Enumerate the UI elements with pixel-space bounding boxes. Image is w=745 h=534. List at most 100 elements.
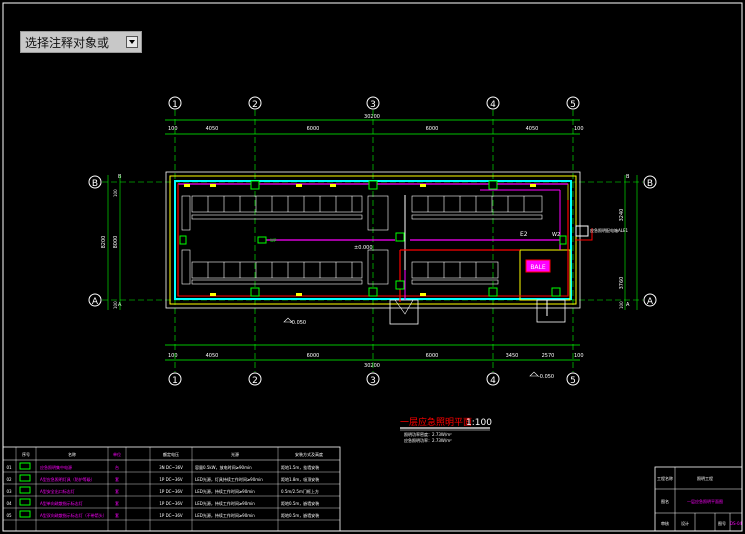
- dim-bot-seg-4: 3450: [506, 353, 519, 359]
- dim-bot-seg-2: 6000: [307, 353, 320, 359]
- axis-label-b-right: B: [647, 179, 653, 189]
- tb-number-value: DS-04: [730, 521, 743, 526]
- legend-header-volt: 额定电压: [163, 451, 179, 457]
- legend-cell-no: 02: [6, 477, 12, 482]
- dim-top-seg-2: 6000: [307, 126, 320, 132]
- legend-cell-name: A型双向疏散指示标志灯（不带箭头）: [40, 512, 107, 518]
- legend-header-mount: 安装方式及高度: [295, 451, 323, 457]
- callout-ale1: 应急照明配电箱ALE1: [590, 227, 628, 233]
- tb-check-label: 审核: [661, 520, 669, 526]
- dim-right-seg-0: 3240: [619, 209, 625, 222]
- left-dimensions: 8200 8000 100 100: [101, 175, 121, 310]
- legend-cell-name: 应急照明集中电源: [40, 464, 72, 470]
- mid-elevation: ±0.000: [354, 245, 373, 251]
- axis-label-b-left: B: [92, 179, 98, 189]
- label-wp: WP: [270, 238, 277, 243]
- legend-cell-name: A型单向疏散指示标志灯: [40, 500, 83, 506]
- axis-bubbles-bottom: 1 2 3 4 5: [168, 372, 580, 386]
- emergency-light-fixtures: [179, 180, 567, 297]
- dim-bot-seg-5: 2570: [542, 353, 555, 359]
- dim-left-small-1: 100: [113, 301, 118, 309]
- legend-cell-mount: 0.5m/2.5m门框上方: [281, 488, 319, 494]
- legend-cell-no: 03: [6, 489, 12, 494]
- plan-note-2: 应急照明功率：2.73W/m²: [404, 437, 452, 443]
- bottom-dimensions: 100 4050 6000 6000 3450 2570 100 30200: [165, 344, 584, 369]
- legend-cell-volt: 1P DC~36V: [159, 489, 183, 494]
- axis-label-1-top: 1: [172, 100, 178, 110]
- axis-bubbles-top: 1 2 3 4 5: [168, 96, 580, 110]
- legend-cell-src: LED光源，持续工作时间≥90min: [195, 488, 255, 494]
- legend-cell-src: LED光源，灯具持续工作时间≥90min: [195, 476, 263, 482]
- annotation-select-label: 选择注释对象或: [25, 36, 110, 50]
- legend-cell-volt: 1P DC~36V: [159, 477, 183, 482]
- dim-bot-seg-3: 6000: [426, 353, 439, 359]
- axis-label-5-bottom: 5: [570, 376, 576, 386]
- legend-cell-unit: 台: [115, 464, 119, 470]
- legend-cell-no: 01: [6, 465, 12, 470]
- legend-cell-name: A型安全出口标志灯: [40, 488, 75, 494]
- axis-label-4-top: 4: [490, 100, 496, 110]
- dim-left-total: 8200: [101, 236, 107, 249]
- legend-symbol-icon: [19, 474, 31, 482]
- legend-cell-unit: 套: [115, 488, 119, 494]
- plan-title-block: 一层应急照明平面 1:100 照明功率密度：2.73W/m² 应急照明功率：2.…: [400, 416, 492, 443]
- distribution-box: BALE E2 W2 WP 应急照明配电箱ALE1 ±0.000 -0.050 …: [270, 225, 628, 380]
- wall-markers: [184, 184, 536, 296]
- legend-cell-src: LED光源，持续工作时间≥90min: [195, 500, 255, 506]
- axis-label-a-right: A: [647, 297, 654, 307]
- legend-cell-mount: 距地1.8m，吸顶安装: [281, 476, 319, 482]
- dim-top-seg-0: 100: [168, 126, 178, 132]
- title-block: 工程名称 照明工程 图名 一层应急照明平面图 审核 设计 图号 DS-04: [654, 466, 743, 532]
- legend-header-src: 光源: [231, 451, 239, 457]
- axis-label-3-bottom: 3: [370, 376, 376, 386]
- axis-label-2-top: 2: [252, 100, 258, 110]
- axis-label-5-top: 5: [570, 100, 576, 110]
- legend-symbol-icon: [19, 510, 31, 518]
- axis-small-a-right: A: [626, 302, 630, 308]
- tb-drawing-label: 图名: [661, 498, 669, 504]
- legend-cell-volt: 1P DC~36V: [159, 513, 183, 518]
- tb-number-label: 图号: [718, 520, 726, 526]
- annotation-select-dropdown[interactable]: 选择注释对象或: [20, 31, 142, 53]
- dim-bot-seg-6: 100: [574, 353, 584, 359]
- dim-top-seg-3: 6000: [426, 126, 439, 132]
- tb-drawing-value: 一层应急照明平面图: [687, 498, 723, 504]
- legend-cell-src: 容量0.5kW，放电时间≥90min: [195, 464, 252, 470]
- right-dimensions: 3240 3760 100: [619, 175, 638, 310]
- legend-symbol-icon: [19, 486, 31, 494]
- equipment-racks: [181, 195, 543, 285]
- plan-title: 一层应急照明平面: [400, 416, 472, 428]
- elevation-left: -0.050: [290, 320, 306, 326]
- legend-header-no: 序号: [22, 451, 30, 457]
- legend-cell-unit: 套: [115, 500, 119, 506]
- axis-label-3-top: 3: [370, 100, 376, 110]
- label-e2: E2: [520, 231, 528, 238]
- legend-cell-mount: 距地0.5m，嵌墙安装: [281, 500, 319, 506]
- legend-header-name: 名称: [68, 451, 76, 457]
- axis-label-a-left: A: [92, 297, 99, 307]
- axis-label-2-bottom: 2: [252, 376, 258, 386]
- tb-project-value: 照明工程: [697, 475, 713, 481]
- dim-left-inner: 8000: [113, 236, 119, 249]
- legend-cell-volt: 1P DC~36V: [159, 501, 183, 506]
- legend-symbol-icon: [19, 498, 31, 506]
- label-w2: W2: [552, 232, 560, 238]
- plan-note-1: 照明功率密度：2.73W/m²: [404, 431, 452, 437]
- tb-design-label: 设计: [681, 520, 689, 526]
- axis-label-4-bottom: 4: [490, 376, 496, 386]
- dropdown-arrow-icon[interactable]: [126, 36, 138, 48]
- legend-cell-unit: 套: [115, 512, 119, 518]
- legend-cell-volt: 3N DC~36V: [159, 465, 183, 470]
- dim-bot-seg-0: 100: [168, 353, 178, 359]
- legend-cell-no: 05: [6, 513, 12, 518]
- legend-cell-name: A型应急照明灯具（防护等级）: [40, 476, 95, 482]
- dim-top-total: 30200: [364, 114, 380, 120]
- dim-top-seg-5: 100: [574, 126, 584, 132]
- legend-cell-mount: 距地0.5m，嵌墙安装: [281, 512, 319, 518]
- legend-cell-mount: 距地1.5m，挂墙安装: [281, 464, 319, 470]
- legend-symbol-icon: [19, 462, 31, 470]
- tb-project-label: 工程名称: [657, 475, 673, 481]
